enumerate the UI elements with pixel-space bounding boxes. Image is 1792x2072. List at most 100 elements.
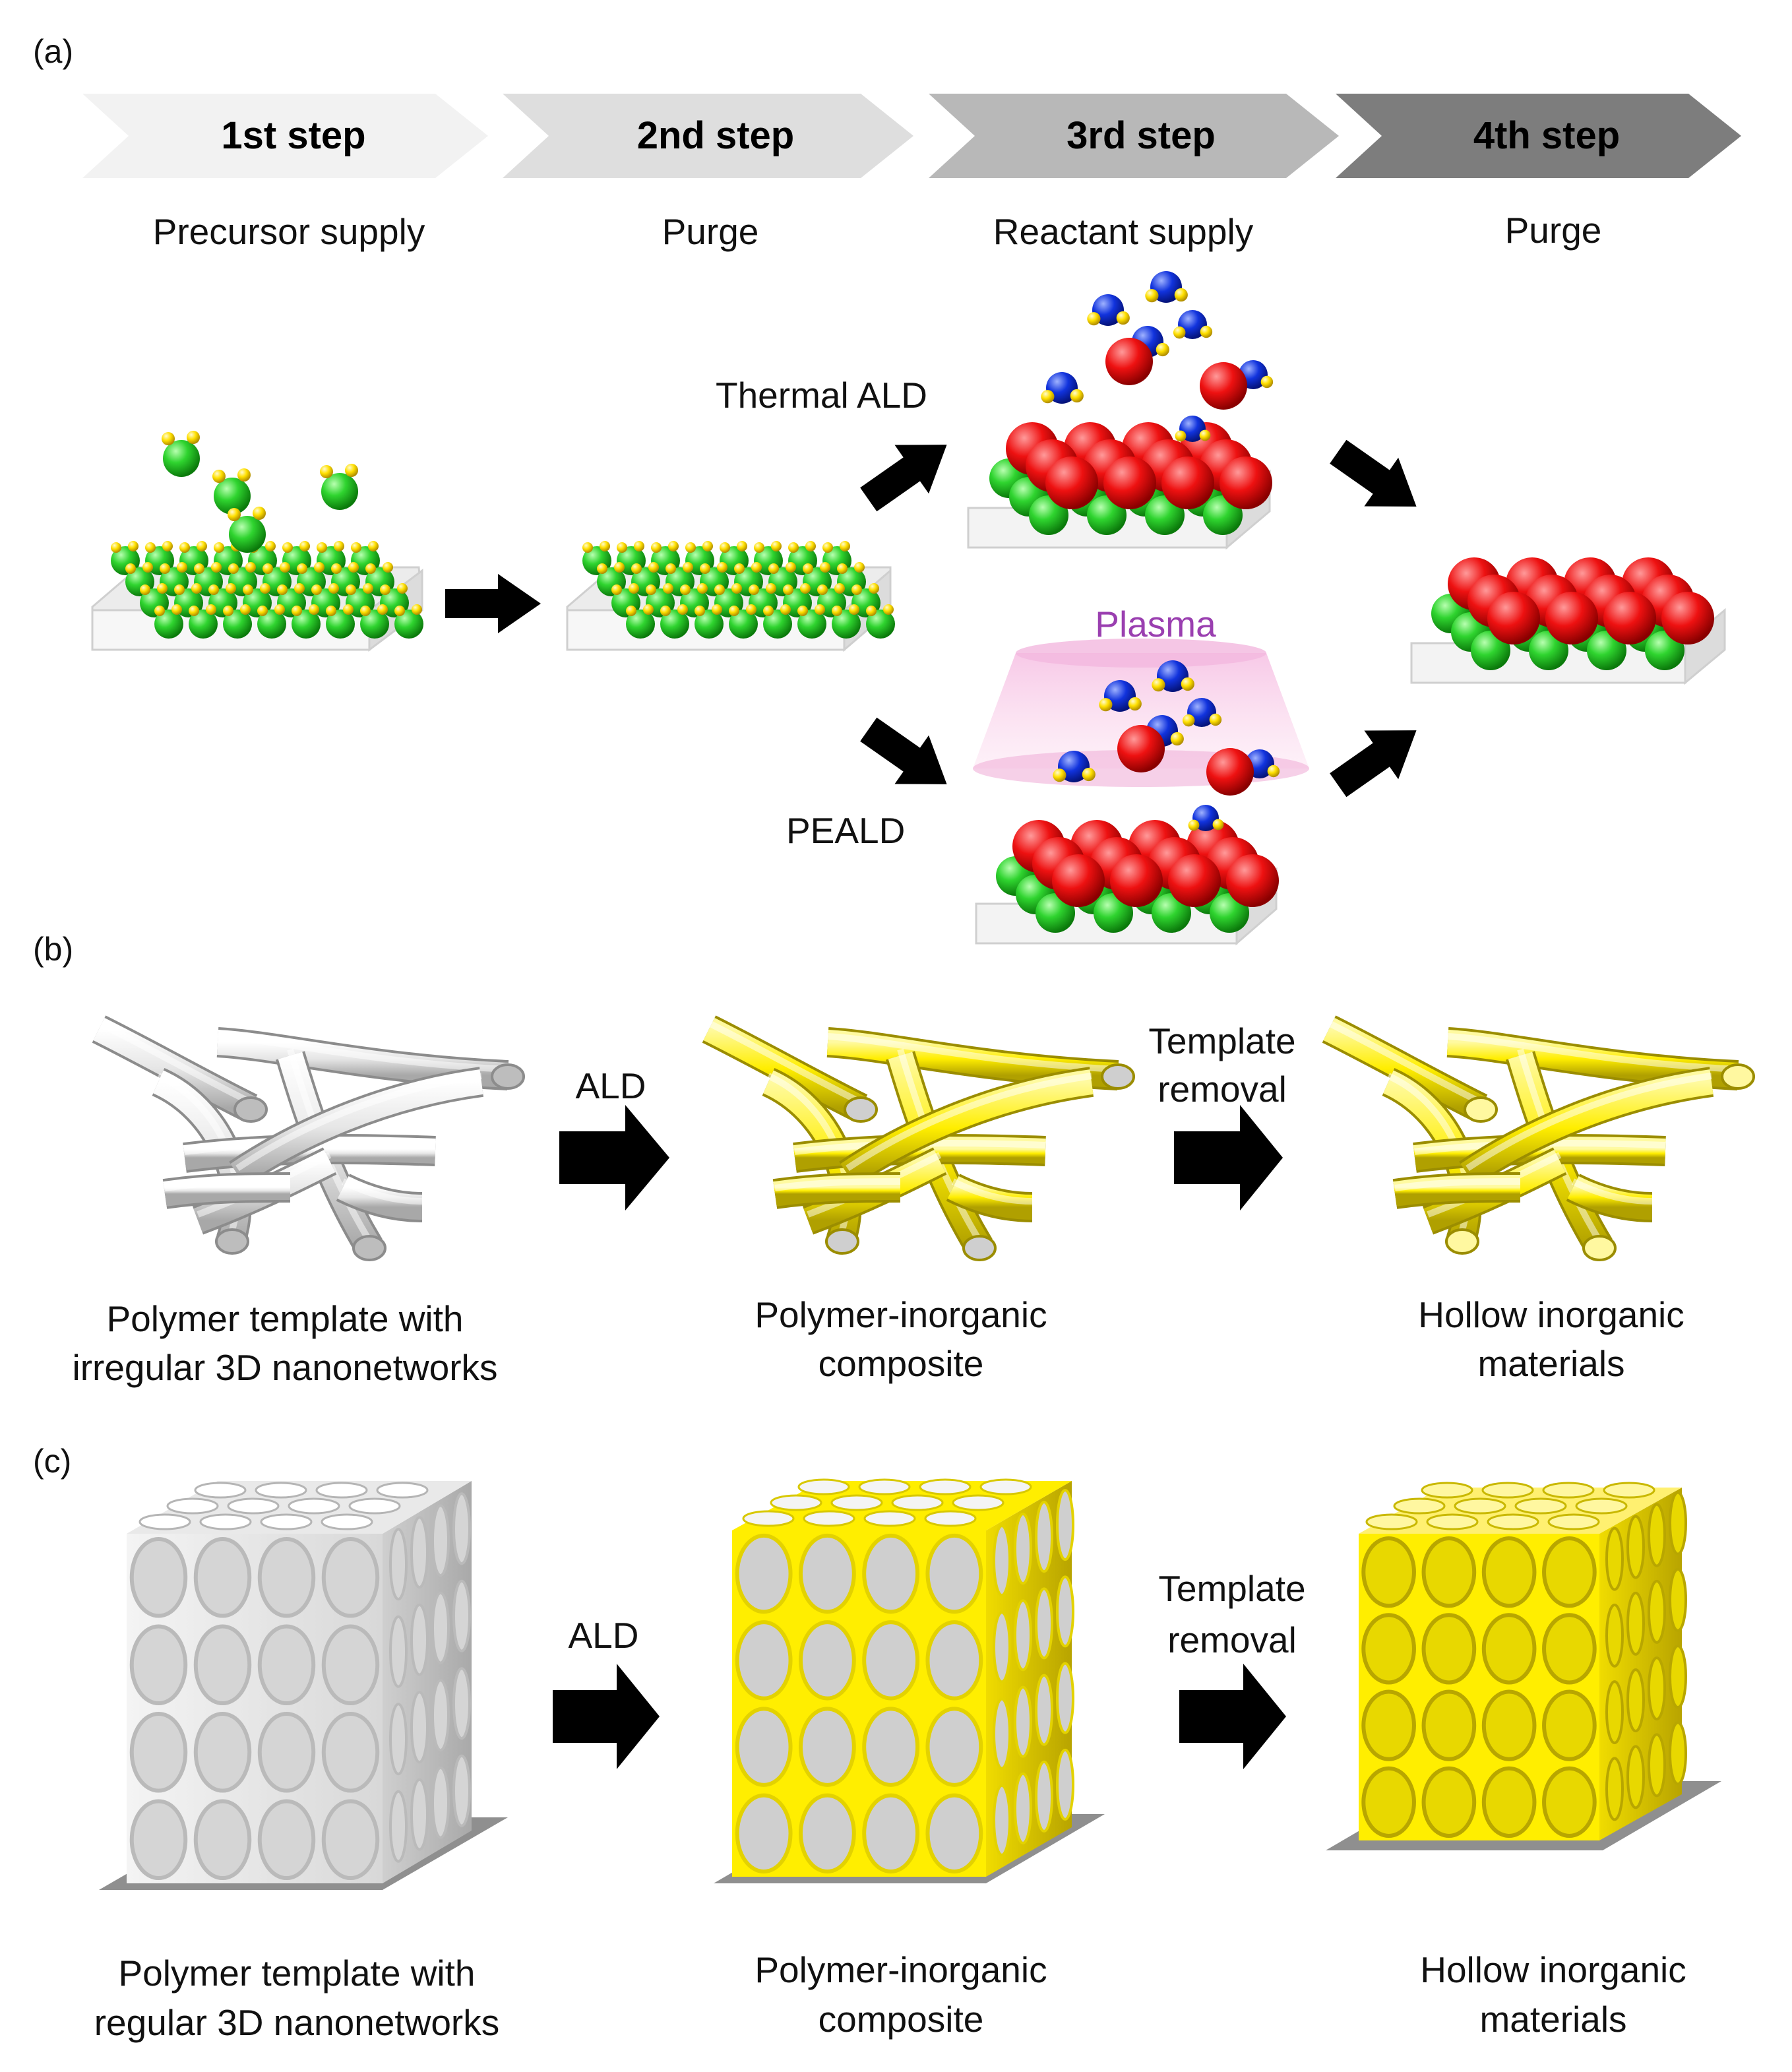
tube-set [1322,1015,1755,1261]
ligand-atom [614,562,625,573]
face-pore [1542,1766,1597,1838]
top-pore [139,1513,191,1530]
ligand-atom [734,563,745,574]
face-pore [1421,1689,1477,1761]
panel-b-caption-2-line1: Polymer-inorganic [755,1294,1047,1335]
film-red-atom [1045,456,1098,509]
top-pore [1514,1497,1567,1515]
ligand-atom [737,541,747,551]
side-pore [431,1766,450,1839]
tube-body [703,1018,867,1119]
ligand-atom [766,583,776,594]
tube-body [1567,1176,1653,1220]
ligand-atom [297,563,307,574]
panel-c-caption-2-line1: Polymer-inorganic [755,1949,1047,1990]
precursor-atom [292,610,321,639]
ligand-atom [651,542,662,553]
side-pore [1605,1680,1624,1745]
free-precursor-atom [229,516,266,553]
yellow-coated-network [702,1015,1135,1261]
side-pore [410,1516,429,1589]
ligand-atom [820,562,830,573]
side-pore [1669,1645,1687,1709]
tube-highlight [1327,1020,1483,1106]
ligand-atom [177,562,187,573]
ligand-atom [194,563,204,574]
step-chevron-1: 1st step Precursor supply [82,94,488,252]
side-pore [1035,1760,1053,1833]
film-red-atom [1168,854,1221,907]
step-title-1: 1st step [221,114,365,157]
side-pore [1626,1591,1645,1656]
top-pore [863,1510,916,1527]
ligand-atom [206,604,216,615]
ligand-atom [869,583,879,594]
side-pore [1626,1668,1645,1733]
side-pore [993,1524,1011,1597]
thermal-substrate-assembly [967,422,1272,550]
reactant-red-atom [1105,338,1153,385]
reactant-hydrogen [1260,375,1274,389]
ligand-atom [211,562,222,573]
ligand-atom [162,541,173,551]
side-pore [1648,1503,1666,1567]
panel-c-removal-label-2: removal [1167,1619,1297,1660]
ligand-atom [294,583,305,594]
gray-tube-network [92,1015,525,1261]
ligand-atom [832,606,842,616]
ligand-atom [174,584,185,595]
cube1-pores [129,1482,471,1881]
ligand-atom [157,583,168,594]
gas-phase-molecules [1041,271,1280,831]
side-pore [1626,1515,1645,1579]
tube-highlight [1466,1073,1712,1172]
ligand-atom [763,606,774,616]
ligand-atom [717,562,727,573]
panel-b-caption-1-line1: Polymer template with [106,1298,463,1339]
side-pore [1056,1748,1074,1821]
arrow-b-ald [559,1105,669,1210]
ligand-atom [883,604,894,615]
tube-body [230,1069,483,1185]
ligand-atom [712,604,722,615]
side-pore [1648,1656,1666,1721]
side-pore [452,1754,471,1827]
tube-highlight [1394,1178,1521,1191]
face-pore [321,1711,380,1793]
panel-c-caption-3-line1: Hollow inorganic [1420,1949,1686,1990]
reactant-hydrogen [1156,342,1169,357]
top-pore [891,1494,944,1511]
side-pore [1669,1567,1687,1632]
step-subtitle-4: Purge [1505,210,1602,251]
face-pore [193,1536,252,1618]
thermal-ald-label: Thermal ALD [716,375,927,416]
cube2-front-face [732,1530,986,1877]
ligand-atom [309,604,319,615]
ligand-atom [317,542,327,553]
top-pore [742,1510,795,1527]
ligand-atom [697,583,708,594]
ligand-atom [600,541,610,551]
ligand-atom [754,542,764,553]
face-pore [862,1793,920,1874]
precursor-atom [223,610,252,639]
ligand-atom [197,541,207,551]
reactant-hydrogen [1087,312,1101,326]
ligand-atom [822,542,833,553]
ligand-atom [394,606,405,616]
face-pore [735,1620,793,1701]
ligand-atom [274,604,285,615]
ligand-atom [260,583,270,594]
step-chevron-3: 3rd step Reactant supply [929,94,1339,252]
tube-body [93,1018,257,1119]
ligand-atom [208,584,219,595]
film-red-atom [1603,592,1656,644]
side-pore [1035,1674,1053,1746]
precursor-atom [695,610,724,639]
ligand-atom [629,583,639,594]
face-pore [798,1707,856,1787]
tube-set [702,1015,1135,1261]
arrow-c-removal [1179,1664,1286,1769]
film-red-atom [1487,592,1540,644]
precursor-atom [189,610,218,639]
